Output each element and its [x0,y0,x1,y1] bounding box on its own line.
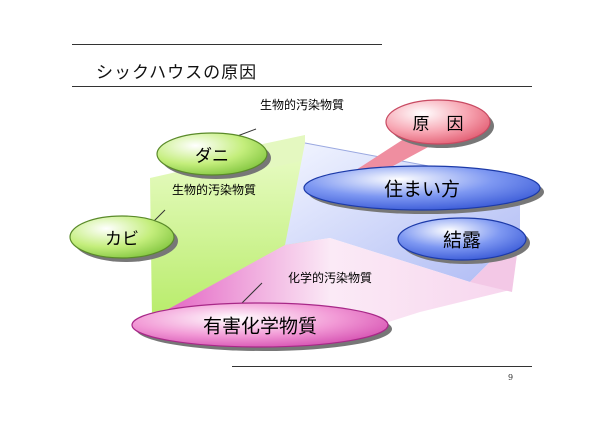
biological-label-mid: 生物的汚染物質 [172,183,257,197]
leader-line-chemical [239,282,263,306]
chemical-label: 化学的汚染物質 [288,271,373,285]
living-oval-label: 住まい方 [383,178,461,201]
chemicals-oval [131,302,389,348]
mite-oval-label: ダニ [195,146,229,167]
title-top-rule [72,44,382,45]
biological-label-top: 生物的汚染物質 [260,98,345,112]
title-bottom-rule [72,86,532,87]
footer-rule [232,366,532,367]
mold-oval [69,215,175,259]
cause-oval-label: 原 因 [412,114,464,135]
condensation-oval-label: 結露 [442,229,482,252]
mold-oval-label: カビ [105,229,139,250]
slide-title: シックハウスの原因 [96,63,258,83]
condensation-oval [397,217,527,261]
cause-oval [385,99,491,145]
mite-oval [156,132,268,176]
page-number: 9 [508,373,514,382]
chemicals-oval-label: 有害化学物質 [202,315,318,338]
living-oval [303,165,541,211]
